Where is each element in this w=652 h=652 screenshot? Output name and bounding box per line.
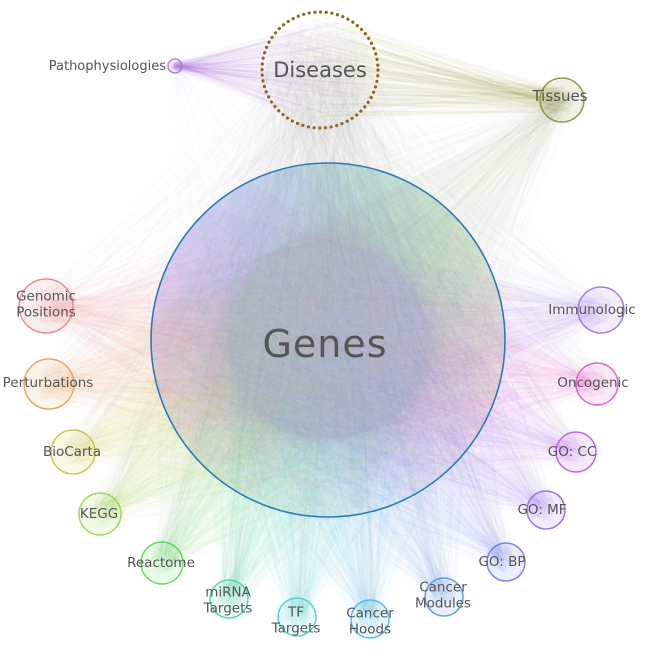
genes-node-circle[interactable] <box>151 163 505 517</box>
node-circle-kegg[interactable] <box>79 493 121 535</box>
node-circle-pathophysiologies[interactable] <box>168 59 182 73</box>
node-circle-go-mf[interactable] <box>527 491 565 529</box>
node-circle-immunologic[interactable] <box>578 287 624 333</box>
diseases-node-circle[interactable] <box>262 12 378 128</box>
node-circle-tissues[interactable] <box>540 78 584 122</box>
node-circle-go-bp[interactable] <box>487 543 525 581</box>
node-circle-go-cc[interactable] <box>556 432 596 472</box>
node-circle-cancer-modules[interactable] <box>425 578 463 616</box>
node-circle-perturbations[interactable] <box>24 359 74 409</box>
node-circle-mirna-targets[interactable] <box>210 580 248 618</box>
node-circle-reactome[interactable] <box>141 542 183 584</box>
node-circle-biocarta[interactable] <box>51 430 95 474</box>
node-circle-tf-targets[interactable] <box>278 598 316 636</box>
node-circle-cancer-hoods[interactable] <box>351 600 389 638</box>
node-circle-genomic-positions[interactable] <box>19 279 73 333</box>
node-circle-oncogenic[interactable] <box>576 363 618 405</box>
